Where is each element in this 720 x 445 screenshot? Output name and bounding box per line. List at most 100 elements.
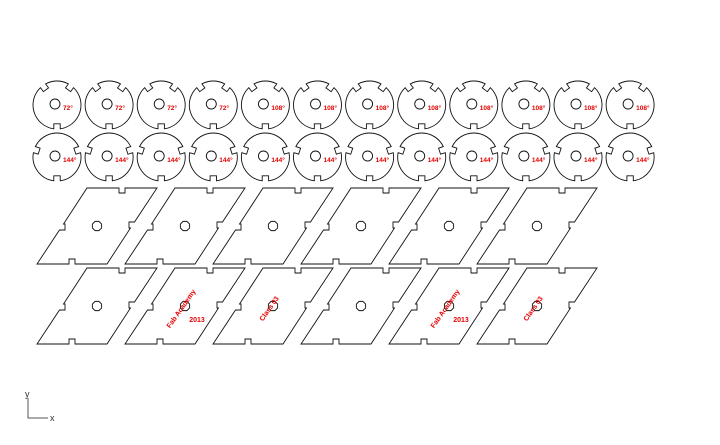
disc-center-hole — [153, 150, 165, 162]
disc-center-hole — [414, 150, 426, 162]
rhombus-panel — [300, 267, 422, 345]
disc-center-hole — [257, 98, 269, 110]
axis-indicator: y x — [25, 389, 55, 423]
disc-part: 144° — [501, 132, 551, 182]
disc-part: 144° — [345, 132, 395, 182]
panel-center-hole — [91, 300, 103, 312]
disc-angle-label: 144° — [376, 156, 390, 164]
disc-center-hole — [101, 98, 113, 110]
disc-angle-label: 144° — [480, 156, 494, 164]
disc-center-hole — [518, 98, 530, 110]
disc-center-hole — [153, 98, 165, 110]
rhombus-panel: Class 03 — [476, 267, 598, 345]
y-axis-label: y — [25, 389, 30, 399]
disc-part: 144° — [84, 132, 134, 182]
panel-engraving-line2: 2013 — [453, 317, 469, 324]
rhombus-panel — [476, 187, 598, 265]
rhombus-panel — [36, 267, 158, 345]
disc-part: 108° — [397, 80, 447, 130]
disc-center-hole — [570, 150, 582, 162]
disc-part: 108° — [501, 80, 551, 130]
disc-center-hole — [205, 150, 217, 162]
panel-center-hole — [179, 220, 191, 232]
disc-center-hole — [466, 98, 478, 110]
disc-part: 144° — [605, 132, 655, 182]
disc-part: 144° — [240, 132, 290, 182]
disc-center-hole — [466, 150, 478, 162]
disc-center-hole — [622, 150, 634, 162]
disc-center-hole — [257, 150, 269, 162]
disc-center-hole — [570, 98, 582, 110]
disc-angle-label: 108° — [636, 104, 650, 112]
disc-parts: 72° 72° 72° 72° 108° 108° 108° 108° 108° 108° 108°… — [32, 80, 655, 182]
disc-angle-label: 144° — [167, 156, 181, 164]
disc-angle-label: 144° — [219, 156, 233, 164]
disc-part: 72° — [32, 80, 82, 130]
disc-angle-label: 144° — [532, 156, 546, 164]
disc-center-hole — [622, 98, 634, 110]
panel-engraving-line2: 2013 — [189, 317, 205, 324]
rhombus-panel — [388, 187, 510, 265]
disc-part: 144° — [188, 132, 238, 182]
disc-center-hole — [518, 150, 530, 162]
disc-center-hole — [362, 98, 374, 110]
disc-angle-label: 72° — [115, 104, 125, 112]
disc-angle-label: 144° — [636, 156, 650, 164]
disc-angle-label: 72° — [63, 104, 73, 112]
disc-center-hole — [414, 98, 426, 110]
disc-angle-label: 144° — [63, 156, 77, 164]
disc-center-hole — [362, 150, 374, 162]
disc-angle-label: 108° — [271, 104, 285, 112]
panel-center-hole — [531, 300, 543, 312]
panel-center-hole — [91, 220, 103, 232]
disc-angle-label: 72° — [167, 104, 177, 112]
disc-part: 108° — [449, 80, 499, 130]
rhombus-panel — [36, 187, 158, 265]
panel-center-hole — [443, 220, 455, 232]
disc-part: 72° — [136, 80, 186, 130]
disc-part: 144° — [136, 132, 186, 182]
disc-angle-label: 144° — [584, 156, 598, 164]
disc-angle-label: 144° — [271, 156, 285, 164]
disc-part: 144° — [449, 132, 499, 182]
rhombus-panel: Class 03 — [212, 267, 334, 345]
panel-center-hole — [443, 300, 455, 312]
disc-part: 108° — [345, 80, 395, 130]
disc-angle-label: 108° — [324, 104, 338, 112]
disc-part: 144° — [553, 132, 603, 182]
disc-part: 108° — [240, 80, 290, 130]
disc-angle-label: 144° — [428, 156, 442, 164]
disc-center-hole — [310, 150, 321, 162]
disc-center-hole — [310, 98, 321, 110]
panel-center-hole — [267, 300, 279, 312]
rhombus-panel — [300, 187, 422, 265]
panel-center-hole — [531, 220, 543, 232]
rhombus-panel — [212, 187, 334, 265]
disc-part: 72° — [84, 80, 134, 130]
panel-center-hole — [267, 220, 279, 232]
disc-part: 144° — [293, 132, 342, 182]
disc-part: 72° — [188, 80, 238, 130]
disc-part: 144° — [32, 132, 82, 182]
disc-angle-label: 108° — [532, 104, 546, 112]
x-axis-label: x — [50, 413, 55, 423]
disc-angle-label: 108° — [428, 104, 442, 112]
disc-part: 144° — [397, 132, 447, 182]
disc-angle-label: 108° — [376, 104, 390, 112]
disc-center-hole — [49, 98, 61, 110]
disc-part: 108° — [553, 80, 603, 130]
disc-part: 108° — [605, 80, 655, 130]
panel-center-hole — [355, 220, 367, 232]
disc-center-hole — [49, 150, 61, 162]
disc-center-hole — [205, 98, 217, 110]
disc-angle-label: 144° — [115, 156, 129, 164]
panel-center-hole — [355, 300, 367, 312]
disc-angle-label: 72° — [219, 104, 229, 112]
disc-angle-label: 144° — [324, 156, 338, 164]
panel-center-hole — [179, 300, 191, 312]
axis-lines — [27, 398, 48, 419]
